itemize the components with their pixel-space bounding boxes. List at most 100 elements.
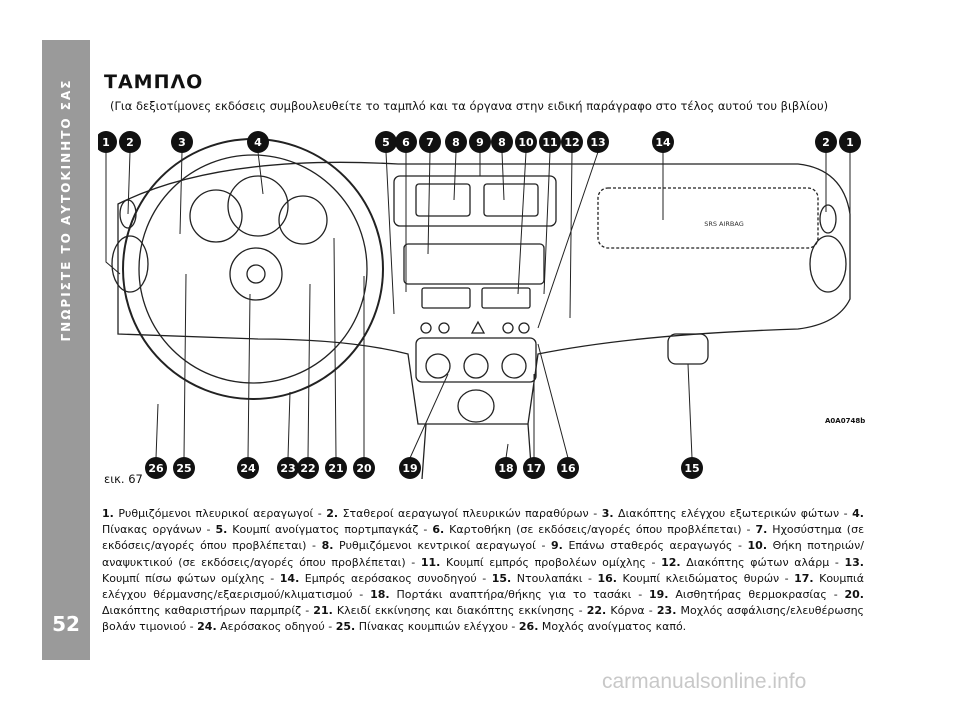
callout-badge: 25: [173, 457, 195, 479]
callout-badge: 14: [652, 131, 674, 153]
legend-text: Πίνακας οργάνων -: [102, 523, 216, 537]
legend-text: Κλειδί εκκίνησης και διακόπτης εκκίνησης…: [332, 604, 587, 618]
radio-unit: [403, 243, 545, 285]
steering-wheel: [122, 138, 384, 400]
callout-number: 24: [240, 462, 256, 475]
callout-badge: 3: [171, 131, 193, 153]
legend-number: 24.: [197, 620, 217, 634]
callout-badge: 2: [119, 131, 141, 153]
callout-number: 9: [476, 136, 484, 149]
legend-text: Αερόσακος οδηγού -: [216, 620, 336, 634]
callout-number: 17: [526, 462, 541, 475]
legend-text: Μοχλός ασφάλισης/ελευθέρωσης βολάν τιμον…: [102, 604, 864, 634]
legend-number: 22.: [586, 604, 607, 618]
callout-number: 15: [684, 462, 699, 475]
callout-badge: 11: [539, 131, 561, 153]
callout-number: 3: [178, 136, 186, 149]
legend-text: Επάνω σταθερός αεραγωγός -: [562, 539, 748, 553]
legend-number: 21.: [313, 604, 333, 618]
side-vent-left: [111, 235, 149, 293]
callout-badge: 15: [681, 457, 703, 479]
legend-number: 2.: [326, 507, 339, 520]
callout-number: 1: [846, 136, 854, 149]
legend-number: 23.: [656, 604, 677, 618]
callout-number: 16: [560, 462, 576, 475]
callout-number: 11: [542, 136, 557, 149]
callout-badge: 12: [561, 131, 583, 153]
callout-badge: 9: [469, 131, 491, 153]
callout-number: 7: [426, 136, 434, 149]
legend-number: 11.: [420, 555, 441, 569]
callout-badge: 18: [495, 457, 517, 479]
legend-text: Κουμπιά ελέγχου θέρμανσης/εξαερισμού/κλι…: [102, 571, 865, 602]
callout-number: 8: [498, 136, 506, 149]
callout-badge: 1: [98, 131, 117, 153]
callout-badge: 22: [297, 457, 319, 479]
callout-badge: 6: [395, 131, 417, 153]
legend-number: 14.: [279, 571, 300, 585]
figure-code: A0A0748b: [825, 417, 866, 425]
legend-number: 25.: [335, 620, 356, 634]
passenger-airbag-cover: [597, 187, 819, 249]
callout-badge: 7: [419, 131, 441, 153]
callout-number: 10: [518, 136, 534, 149]
watermark: carmanualsonline.info: [602, 670, 807, 693]
callout-badge: 8: [491, 131, 513, 153]
page-number: 52: [52, 612, 80, 636]
legend-number: 12.: [661, 555, 681, 569]
driver-airbag-hub: [229, 247, 283, 301]
legend-text: Ηχοσύστημα (σε εκδόσεις/αγορές όπου προβ…: [102, 523, 865, 553]
callout-badge: 5: [375, 131, 397, 153]
callout-number: 2: [126, 136, 134, 149]
callout-badge: 16: [557, 457, 579, 479]
callout-number: 13: [590, 136, 605, 149]
legend-text: Ντουλαπάκι -: [511, 571, 598, 585]
legend-number: 18.: [370, 588, 390, 602]
callout-number: 25: [176, 462, 191, 475]
legend-number: 15.: [491, 571, 512, 585]
legend-number: 26.: [518, 620, 539, 634]
callout-badge: 4: [247, 131, 269, 153]
legend-text: Ρυθμιζόμενοι πλευρικοί αεραγωγοί -: [113, 507, 327, 520]
callout-number: 22: [300, 462, 315, 475]
legend-text: Κουμπί πίσω φώτων ομίχλης -: [102, 571, 280, 585]
legend-number: 6.: [432, 523, 445, 537]
callout-badge: 24: [237, 457, 259, 479]
legend-text: Ρυθμιζόμενοι κεντρικοί αεραγωγοί -: [333, 539, 552, 553]
legend-number: 3.: [601, 507, 614, 520]
callout-number: 18: [498, 462, 513, 475]
legend-text: Διακόπτης φώτων αλάρμ -: [680, 555, 845, 569]
glovebox-handle: [667, 333, 709, 365]
legend-number: 1.: [102, 507, 114, 520]
callout-badge: 23: [277, 457, 299, 479]
climate-panel: [415, 337, 537, 383]
callout-number: 26: [148, 462, 164, 475]
legend-paragraph: 1. Ρυθμιζόμενοι πλευρικοί αεραγωγοί - 2.…: [102, 506, 864, 636]
callout-badge: 8: [445, 131, 467, 153]
callout-number: 1: [102, 136, 110, 149]
callout-number: 8: [452, 136, 460, 149]
callout-badge: 2: [815, 131, 837, 153]
callout-number: 6: [402, 136, 410, 149]
legend-text: Πορτάκι αναπτήρα/θήκης για το τασάκι -: [389, 588, 649, 602]
legend-text: Πίνακας κουμπιών ελέγχου -: [355, 620, 519, 634]
legend-text: Κουμπί κλειδώματος θυρών -: [616, 571, 795, 585]
legend-text: Εμπρός αερόσακος συνοδηγού -: [299, 571, 492, 585]
callout-badge: 19: [399, 457, 421, 479]
callout-number: 21: [328, 462, 343, 475]
intro-note: (Για δεξιοτίμονες εκδόσεις συμβουλευθείτ…: [110, 99, 829, 113]
gauge-center: [227, 175, 289, 237]
legend-number: 13.: [844, 555, 865, 569]
callout-badge: 21: [325, 457, 347, 479]
legend-text: Κόρνα -: [606, 604, 657, 618]
legend-text: Καρτοθήκη (σε εκδόσεις/αγορές όπου προβλ…: [444, 523, 756, 537]
dashboard-outline: [117, 161, 851, 425]
callout-number: 19: [402, 462, 417, 475]
gauge-left: [189, 189, 243, 243]
legend-text: Σταθεροί αεραγωγοί πλευρικών παραθύρων -: [338, 507, 602, 520]
legend-text: Διακόπτης ελέγχου εξωτερικών φώτων -: [613, 507, 853, 520]
gauge-right: [278, 195, 328, 245]
callout-number: 2: [822, 136, 830, 149]
legend-number: 7.: [755, 523, 768, 537]
